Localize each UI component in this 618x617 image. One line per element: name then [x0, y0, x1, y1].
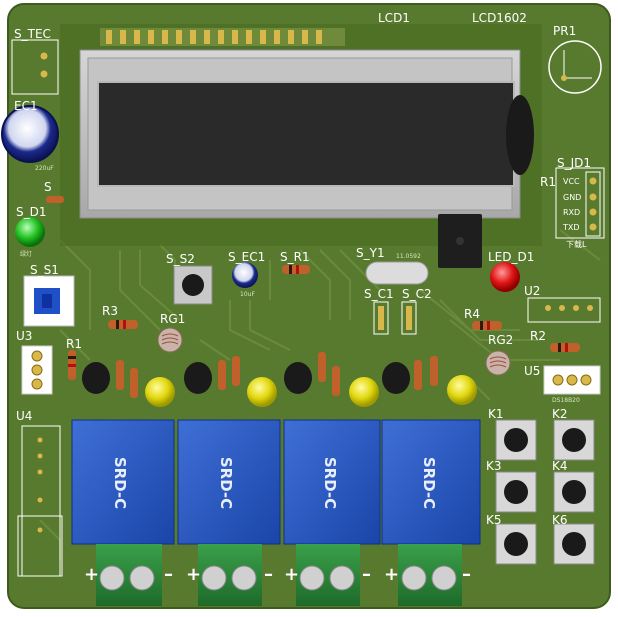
s-s1-switch: [23, 275, 75, 327]
label-s-ec-value: 10uF: [240, 291, 255, 298]
r4-resistor: [472, 321, 502, 330]
k5-button: [495, 523, 537, 565]
terminal-3: [296, 544, 360, 606]
s-r1-resistor: [282, 265, 310, 274]
k6-button: [553, 523, 595, 565]
terminal-3-plus: +: [284, 564, 300, 585]
k4-button: [553, 471, 595, 513]
relay-2: [177, 419, 281, 545]
channel-2: [184, 356, 277, 407]
relay-1: [71, 419, 175, 545]
r1-resistor: [68, 350, 76, 380]
pr1-potentiometer: [548, 40, 602, 94]
u4-module: [17, 425, 63, 577]
terminal-1-minus: –: [164, 564, 173, 585]
relay-4-label: SRD-C: [420, 456, 439, 510]
s-c1-capacitor: [373, 301, 389, 335]
terminal-4-plus: +: [384, 564, 400, 585]
terminal-4-minus: –: [462, 564, 471, 585]
k1-button: [495, 419, 537, 461]
terminal-1-plus: +: [84, 564, 100, 585]
u3-header: [21, 345, 53, 395]
label-ec-value: 220uF: [35, 165, 54, 172]
label-vcc: VCC: [563, 177, 580, 186]
relay-2-label: SRD-C: [217, 456, 236, 510]
terminal-2-minus: –: [264, 564, 273, 585]
terminal-3-minus: –: [362, 564, 371, 585]
relay-1-label: SRD-C: [111, 456, 130, 510]
s-c2-capacitor: [401, 301, 417, 335]
label-green-led: 绿灯: [20, 251, 33, 258]
r2-resistor: [550, 343, 580, 352]
label-gnd: GND: [563, 193, 582, 202]
ec1-capacitor: [1, 105, 59, 163]
terminal-2: [198, 544, 262, 606]
copper-traces: [39, 229, 601, 560]
s-jd1-header: [555, 167, 605, 239]
s-tec-header: [11, 39, 59, 95]
label-txd: TXD: [563, 223, 580, 232]
lcd-module: [60, 24, 542, 268]
terminal-2-plus: +: [186, 564, 202, 585]
channel-4: [382, 356, 477, 405]
s-ec1-capacitor: [232, 262, 258, 288]
s-s2-button: [173, 265, 213, 305]
led-d1: [490, 262, 520, 292]
rg2-photoresistor: [485, 350, 511, 376]
small-resistor: [46, 196, 64, 203]
s-d1-led: [15, 217, 45, 247]
channel-3: [284, 352, 379, 407]
r3-resistor: [108, 320, 138, 329]
label-ds18b20: DS18B20: [552, 397, 580, 404]
rg1-photoresistor: [157, 327, 183, 353]
label-download: 下载L: [566, 240, 587, 249]
channel-1: [82, 360, 175, 407]
relay-3-label: SRD-C: [321, 456, 340, 510]
label-y1-value: 11.0592: [396, 253, 421, 260]
terminal-4: [398, 544, 462, 606]
u5-ds18b20: [543, 365, 601, 395]
u2-header: [527, 297, 601, 323]
s-y1-crystal: [365, 261, 429, 285]
k2-button: [553, 419, 595, 461]
label-rxd: RXD: [563, 208, 581, 217]
terminal-1: [96, 544, 162, 606]
k3-button: [495, 471, 537, 513]
relay-4: [381, 419, 481, 545]
